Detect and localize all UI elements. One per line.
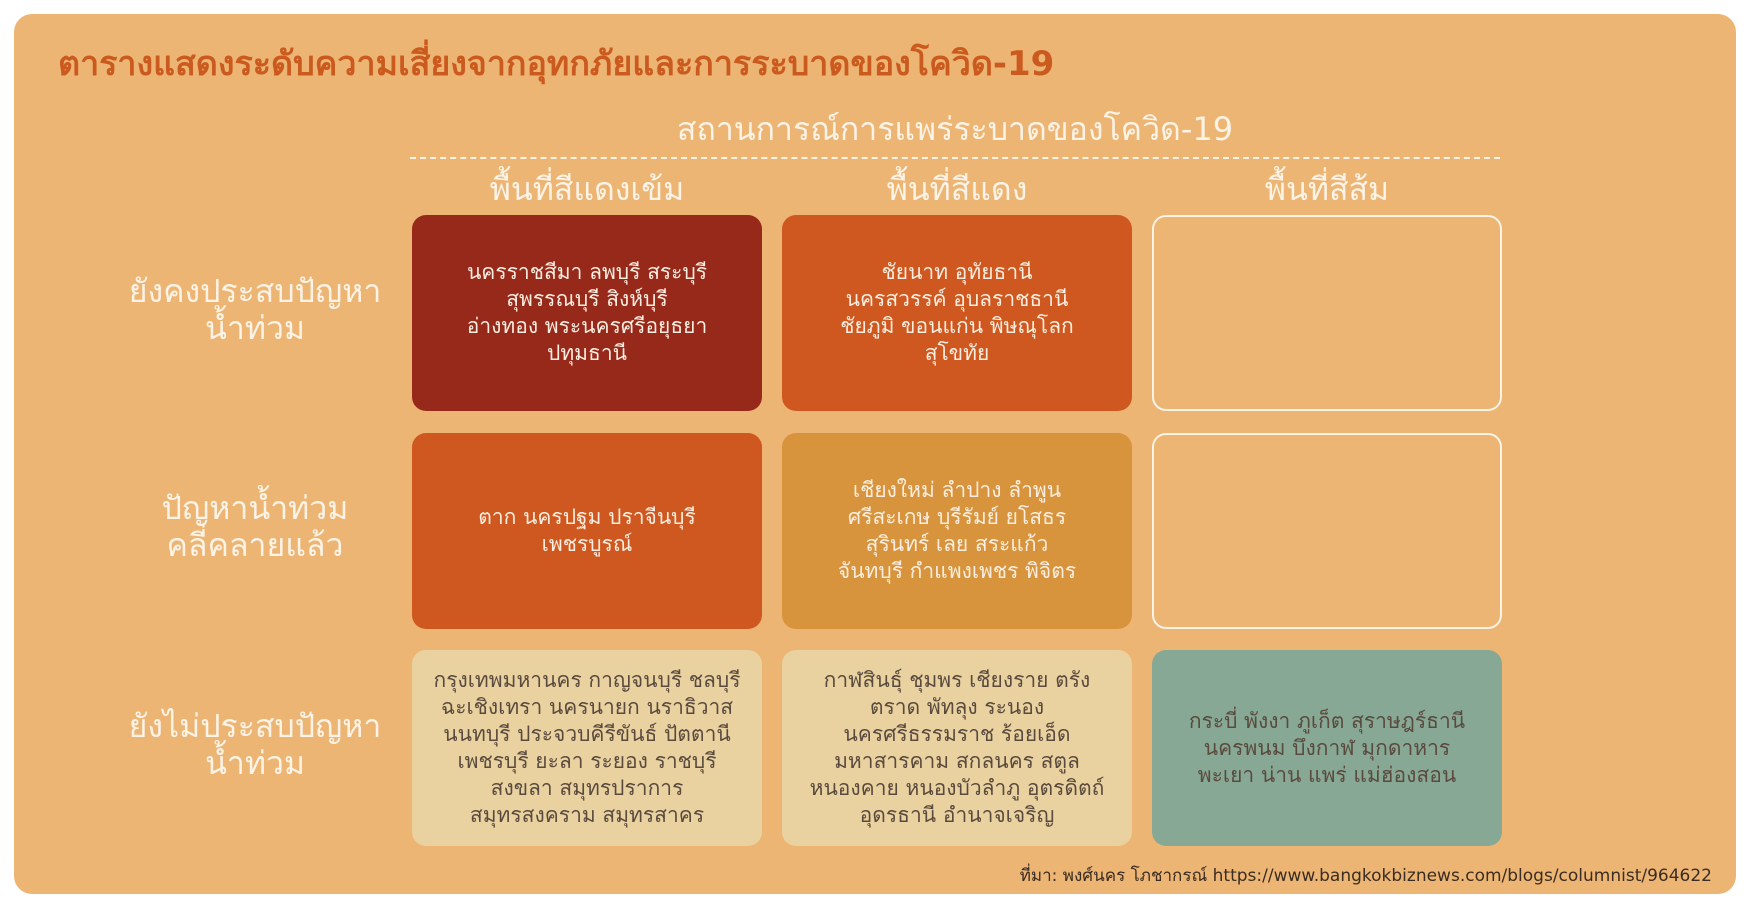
- row-header-line: ยังไม่ประสบปัญหา: [128, 707, 382, 745]
- province-line: สมุทรสงคราม สมุทรสาคร: [469, 803, 705, 827]
- source-credit: ที่มา: พงศ์นคร โภชากรณ์ https://www.bang…: [1019, 866, 1712, 886]
- dashed-divider: [410, 157, 1500, 159]
- cell-not-flooded-dark-red: กรุงเทพมหานคร กาญจนบุรี ชลบุรี ฉะเชิงเทร…: [412, 650, 762, 846]
- cell-flood-resolved-orange-empty: [1152, 433, 1502, 629]
- cell-not-flooded-orange: กระบี่ พังงา ภูเก็ต สุราษฎร์ธานี นครพนม …: [1152, 650, 1502, 846]
- province-line: ศรีสะเกษ บุรีรัมย์ ยโสธร: [847, 505, 1067, 529]
- province-line: ตาก นครปฐม ปราจีนบุรี: [478, 505, 696, 529]
- row-header-line: น้ำท่วม: [205, 744, 305, 782]
- row-header-still-flooded: ยังคงประสบปัญหา น้ำท่วม: [110, 273, 400, 347]
- column-header-dark-red: พื้นที่สีแดงเข้ม: [489, 170, 685, 208]
- province-line: ชัยนาท อุทัยธานี: [881, 260, 1033, 284]
- province-line: ชัยภูมิ ขอนแก่น พิษณุโลก: [840, 314, 1074, 338]
- province-line: สุพรรณบุรี สิงห์บุรี: [506, 287, 668, 311]
- cell-still-flooded-orange-empty: [1152, 215, 1502, 411]
- province-line: นนทบุรี ประจวบคีรีขันธ์ ปัตตานี: [443, 722, 731, 746]
- province-line: กาฬสินธุ์ ชุมพร เชียงราย ตรัง: [823, 668, 1091, 692]
- province-line: เพชรบุรี ยะลา ระยอง ราชบุรี: [457, 749, 717, 773]
- province-line: เพชรบูรณ์: [541, 532, 633, 556]
- column-header-orange: พื้นที่สีส้ม: [1264, 170, 1390, 208]
- page-title: ตารางแสดงระดับความเสี่ยงจากอุทกภัยและการ…: [58, 44, 1055, 84]
- province-line: มหาสารคาม สกลนคร สตูล: [834, 749, 1080, 773]
- cell-not-flooded-red: กาฬสินธุ์ ชุมพร เชียงราย ตรัง ตราด พัทลุ…: [782, 650, 1132, 846]
- province-line: พะเยา น่าน แพร่ แม่ฮ่องสอน: [1197, 762, 1457, 787]
- province-line: ตราด พัทลุง ระนอง: [869, 695, 1045, 719]
- cell-still-flooded-red: ชัยนาท อุทัยธานี นครสวรรค์ อุบลราชธานี ช…: [782, 215, 1132, 411]
- column-group-header: สถานการณ์การแพร่ระบาดของโควิด-19: [676, 110, 1234, 148]
- province-line: เชียงใหม่ ลำปาง ลำพูน: [852, 478, 1062, 502]
- province-line: นครพนม บึงกาฬ มุกดาหาร: [1203, 735, 1451, 760]
- province-line: จันทบุรี กำแพงเพชร พิจิตร: [837, 559, 1077, 583]
- cell-flood-resolved-dark-red: ตาก นครปฐม ปราจีนบุรี เพชรบูรณ์: [412, 433, 762, 629]
- row-header-line: ปัญหาน้ำท่วม: [161, 489, 349, 527]
- province-line: นครศรีธรรมราช ร้อยเอ็ด: [843, 722, 1071, 746]
- row-header-line: คลี่คลายแล้ว: [166, 526, 344, 564]
- province-line: สุโขทัย: [924, 341, 990, 365]
- province-line: อุดรธานี อำนาจเจริญ: [859, 803, 1055, 827]
- cell-flood-resolved-red: เชียงใหม่ ลำปาง ลำพูน ศรีสะเกษ บุรีรัมย์…: [782, 433, 1132, 629]
- province-line: กระบี่ พังงา ภูเก็ต สุราษฎร์ธานี: [1188, 708, 1466, 733]
- row-header-line: ยังคงประสบปัญหา: [128, 272, 382, 310]
- province-line: สงขลา สมุทรปราการ: [490, 776, 684, 800]
- province-line: นครราชสีมา ลพบุรี สระบุรี: [466, 260, 708, 284]
- cell-still-flooded-dark-red: นครราชสีมา ลพบุรี สระบุรี สุพรรณบุรี สิง…: [412, 215, 762, 411]
- province-line: หนองคาย หนองบัวลำภู อุตรดิตถ์: [809, 776, 1105, 800]
- province-line: กรุงเทพมหานคร กาญจนบุรี ชลบุรี: [433, 668, 741, 692]
- row-header-flood-resolved: ปัญหาน้ำท่วม คลี่คลายแล้ว: [110, 490, 400, 564]
- row-header-not-flooded: ยังไม่ประสบปัญหา น้ำท่วม: [110, 708, 400, 782]
- province-line: นครสวรรค์ อุบลราชธานี: [845, 287, 1069, 311]
- row-header-line: น้ำท่วม: [205, 309, 305, 347]
- province-line: ปทุมธานี: [547, 341, 627, 365]
- province-line: สุรินทร์ เลย สระแก้ว: [865, 532, 1049, 556]
- province-line: อ่างทอง พระนครศรีอยุธยา: [466, 314, 708, 338]
- column-header-red: พื้นที่สีแดง: [886, 170, 1028, 208]
- province-line: ฉะเชิงเทรา นครนายก นราธิวาส: [440, 695, 734, 719]
